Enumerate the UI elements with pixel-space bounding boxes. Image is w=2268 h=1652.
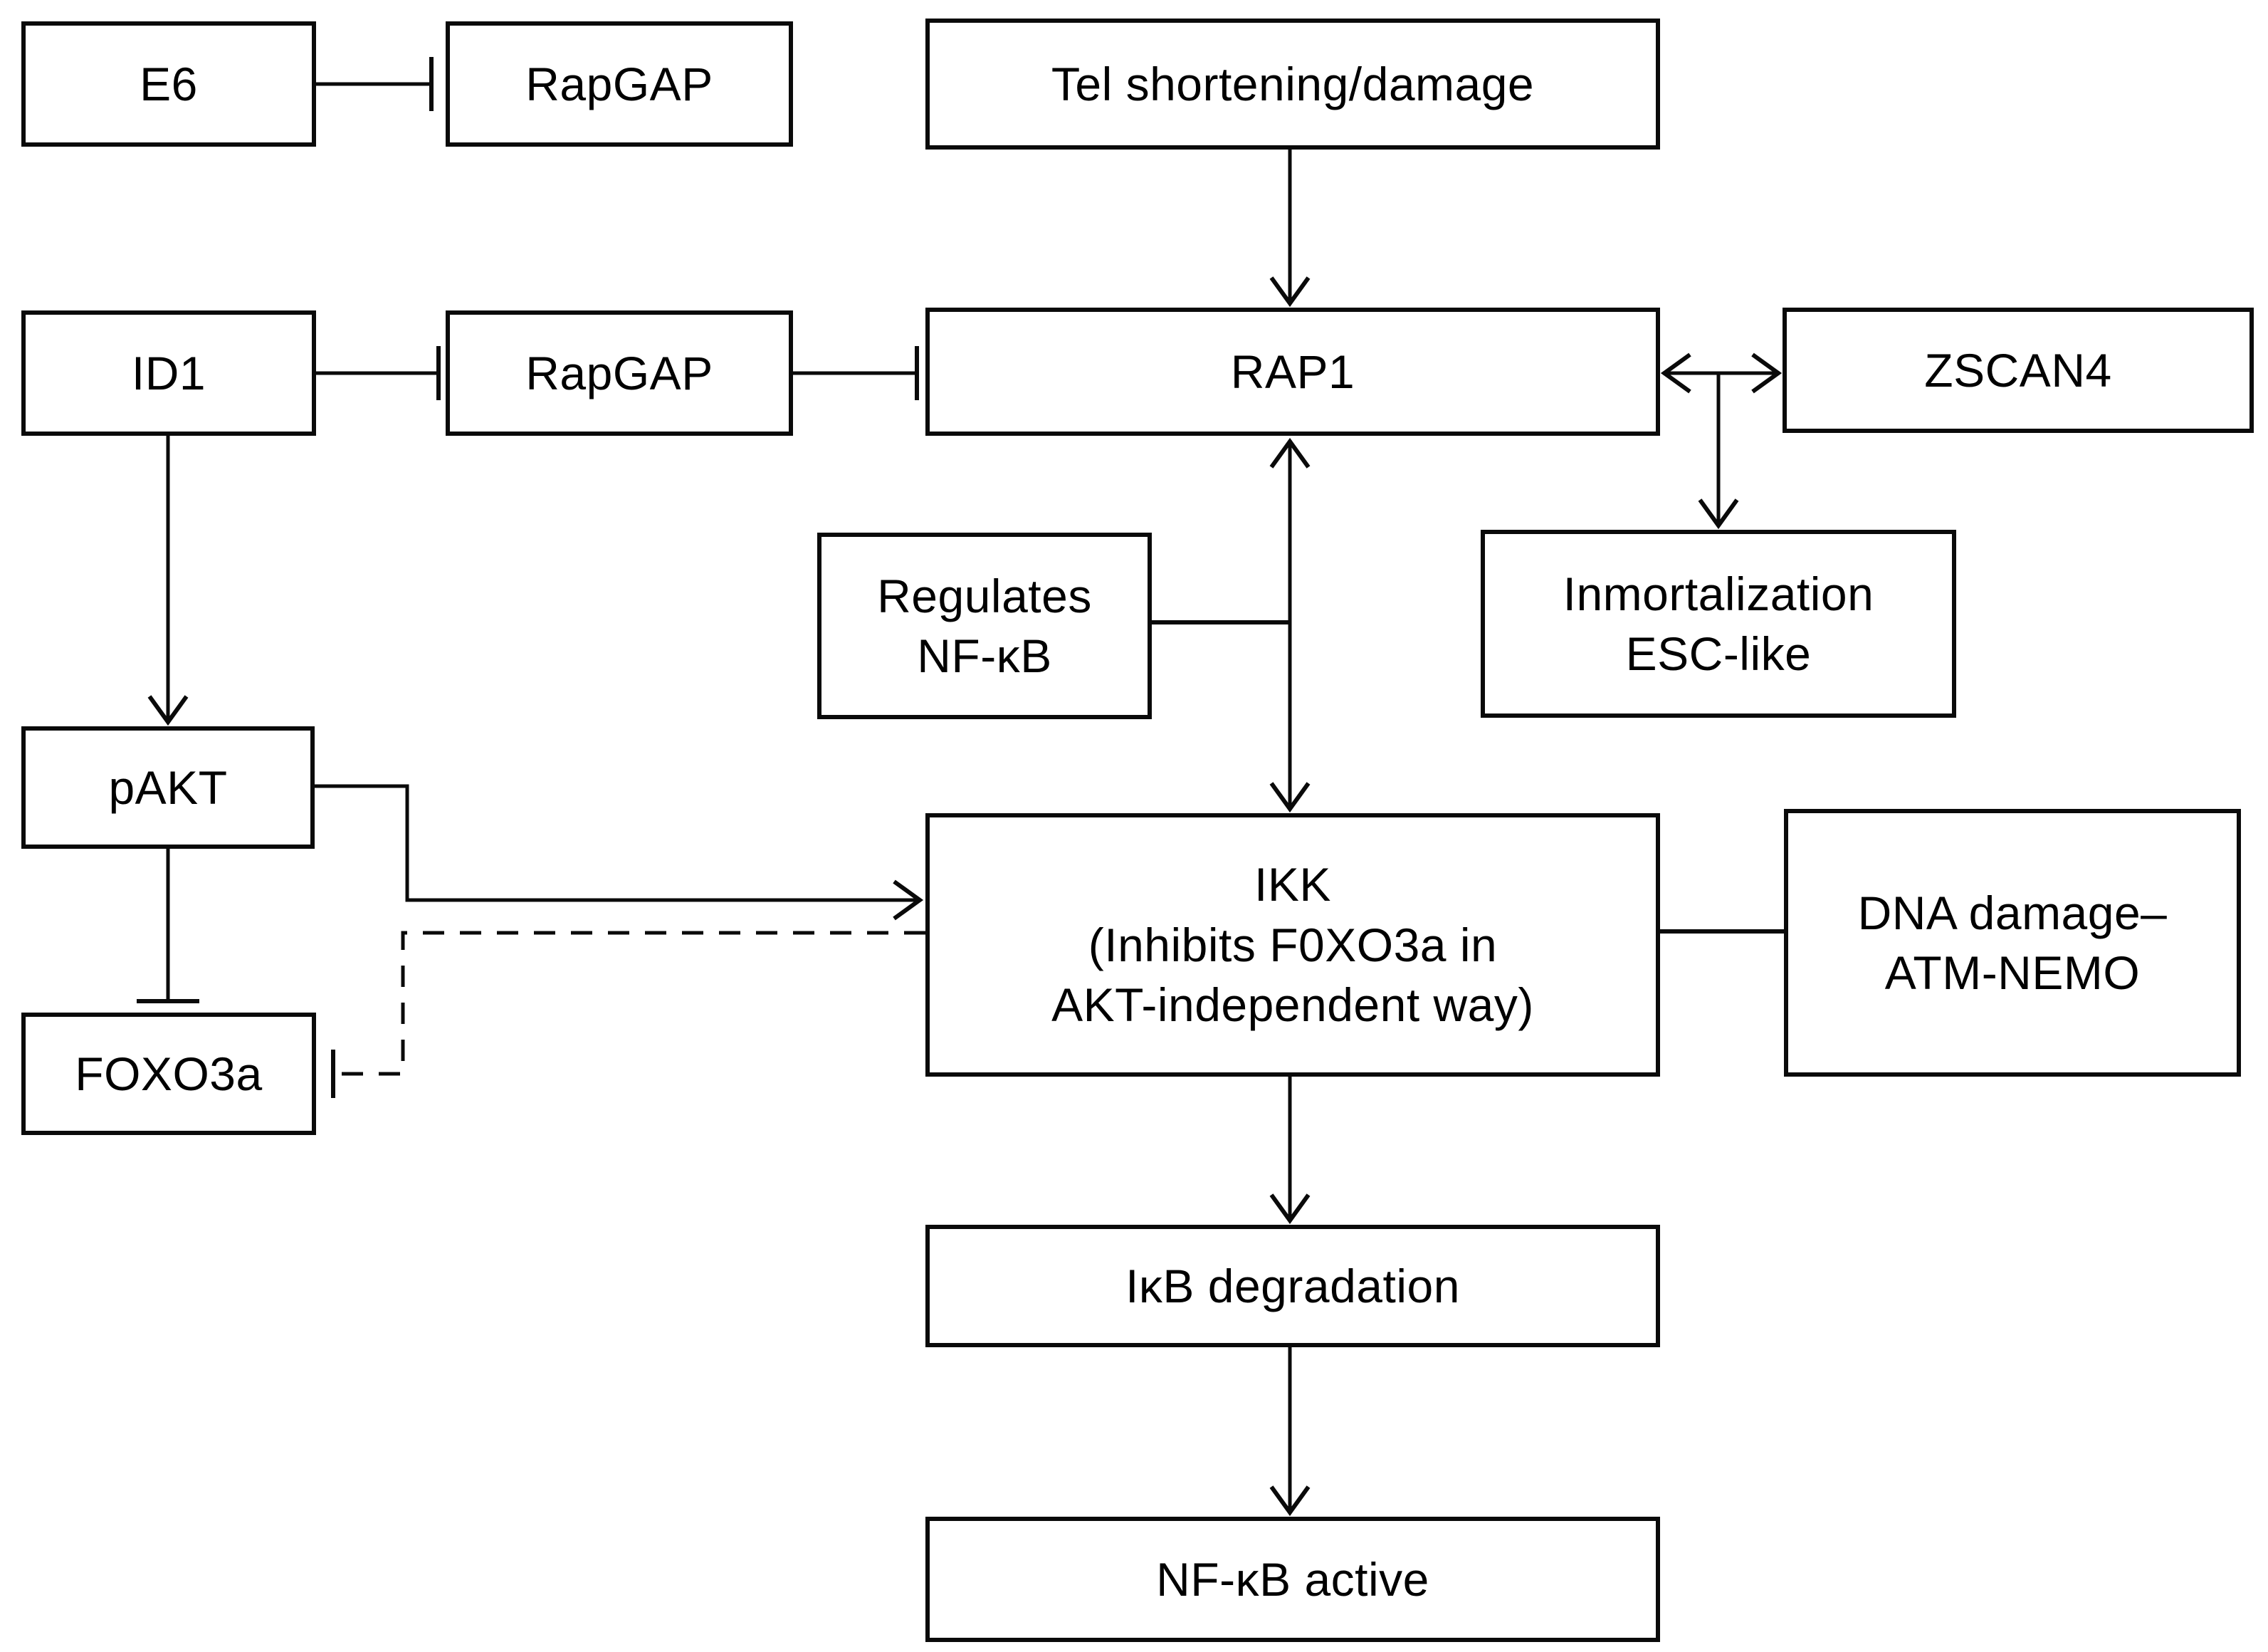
- edge-id1-activates-pakt: [147, 436, 189, 726]
- edge-ikk-inhibits-foxo3a-dashed: [331, 931, 925, 1098]
- arrowhead-down-icon: [1269, 1193, 1311, 1225]
- arrowhead-right-icon: [893, 879, 924, 921]
- edge-id1-inhibits-rapgap: [316, 346, 441, 400]
- node-pakt: pAKT: [21, 726, 315, 849]
- node-zscan4: ZSCAN4: [1783, 308, 2254, 433]
- arrowhead-down-icon: [1269, 782, 1311, 813]
- node-inmortalization: Inmortalization ESC-like: [1481, 530, 1956, 718]
- arrowhead-down-icon: [1269, 276, 1311, 308]
- edge-ikb-activates-nfkb: [1269, 1347, 1311, 1517]
- node-ikk: IKK (Inhibits F0XO3a in AKT-independent …: [925, 813, 1660, 1077]
- node-regulates-nfkb: Regulates NF-κB: [817, 533, 1152, 719]
- edge-rap1-zscan4-bidirectional: [1660, 352, 1783, 394]
- arrowhead-down-icon: [1269, 1485, 1311, 1517]
- arrowhead-right-icon: [1751, 352, 1783, 394]
- arrowhead-up-icon: [1269, 437, 1311, 469]
- edge-pakt-activates-ikk: [315, 784, 924, 921]
- arrowhead-down-icon: [147, 695, 189, 726]
- node-foxo3a: FOXO3a: [21, 1013, 316, 1135]
- node-rapgap: RapGAP: [446, 310, 793, 436]
- node-dna-damage: DNA damage– ATM-NEMO: [1784, 809, 2241, 1077]
- node-rapgap-top: RapGAP: [446, 21, 793, 147]
- node-rap1: RAP1: [925, 308, 1660, 436]
- node-id1: ID1: [21, 310, 316, 436]
- node-ikb-degradation: IκB degradation: [925, 1225, 1660, 1347]
- edge-e6-inhibits-rapgap: [316, 57, 434, 111]
- edge-rap1zscan4-activates-inmortalization: [1698, 373, 1739, 530]
- edge-tel-activates-rap1: [1269, 150, 1311, 308]
- edge-ikk-activates-ikb: [1269, 1077, 1311, 1225]
- node-e6: E6: [21, 21, 316, 147]
- node-tel-shortening: Tel shortening/damage: [925, 19, 1660, 150]
- node-nfkb-active: NF-κB active: [925, 1517, 1660, 1642]
- arrowhead-left-icon: [1660, 352, 1691, 394]
- edge-pakt-inhibits-foxo3a: [137, 849, 199, 1003]
- edge-rapgap-inhibits-rap1: [793, 346, 919, 400]
- arrowhead-down-icon: [1698, 498, 1739, 530]
